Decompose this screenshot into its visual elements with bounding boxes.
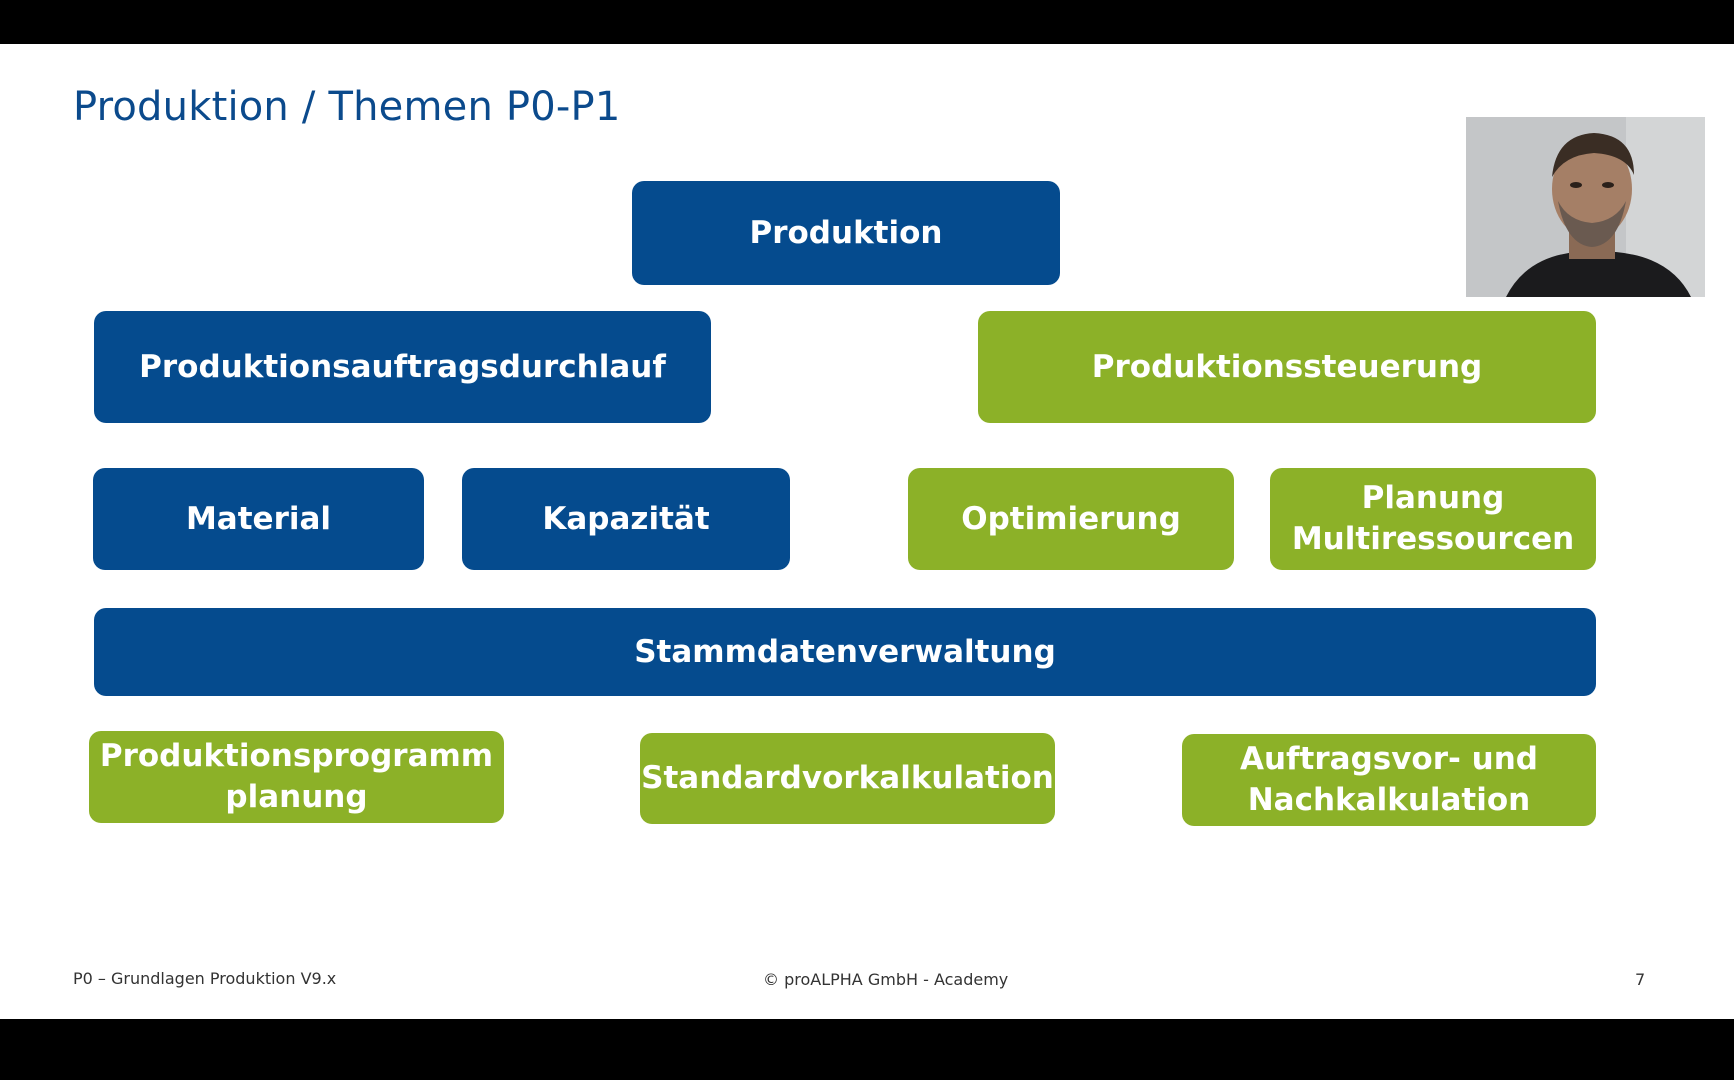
box-optimierung: Optimierung xyxy=(908,468,1234,570)
box-kapazitaet: Kapazität xyxy=(462,468,790,570)
box-produktionsprogramm-line1: Produktionsprogramm xyxy=(99,738,494,774)
box-planung-line2: Multiressourcen xyxy=(1291,521,1575,557)
box-auftragsvor-nachkalkulation: Auftragsvor- und Nachkalkulation xyxy=(1182,734,1596,826)
box-optimierung-label: Optimierung xyxy=(961,500,1181,537)
footer-page-number: 7 xyxy=(1635,970,1646,989)
box-produktionssteuerung-label: Produktionssteuerung xyxy=(1091,348,1483,385)
box-material-label: Material xyxy=(185,500,332,537)
presenter-webcam xyxy=(1466,117,1705,297)
box-auftragsvor-line2: Nachkalkulation xyxy=(1247,782,1531,818)
box-produktionsauftragsdurchlauf-label: Produktionsauftragsdurchlauf xyxy=(139,348,666,385)
slide-title: Produktion / Themen P0-P1 xyxy=(73,84,621,130)
footer-copyright: © proALPHA GmbH - Academy xyxy=(763,970,1009,989)
box-produktionsprogrammplanung: Produktionsprogramm planung xyxy=(89,731,504,823)
box-produktion: Produktion xyxy=(632,181,1060,285)
box-standardvorkalkulation: Standardvorkalkulation xyxy=(640,733,1055,824)
slide: Produktion / Themen P0-P1 Produktion Pro… xyxy=(0,44,1734,1019)
box-stammdatenverwaltung-label: Stammdatenverwaltung xyxy=(634,633,1056,670)
box-produktionsprogramm-line2: planung xyxy=(225,779,368,815)
box-produktionsauftragsdurchlauf: Produktionsauftragsdurchlauf xyxy=(94,311,711,423)
box-material: Material xyxy=(93,468,424,570)
box-standardvorkalkulation-label: Standardvorkalkulation xyxy=(641,760,1054,796)
box-planung-multiressourcen: Planung Multiressourcen xyxy=(1270,468,1596,570)
footer-course-label: P0 – Grundlagen Produktion V9.x xyxy=(73,969,337,988)
box-kapazitaet-label: Kapazität xyxy=(542,500,710,537)
presenter-video-icon xyxy=(1466,117,1705,297)
box-stammdatenverwaltung: Stammdatenverwaltung xyxy=(94,608,1596,696)
box-produktionssteuerung: Produktionssteuerung xyxy=(978,311,1596,423)
box-auftragsvor-line1: Auftragsvor- und xyxy=(1240,741,1538,777)
box-produktion-label: Produktion xyxy=(749,214,943,251)
box-planung-line1: Planung xyxy=(1361,480,1505,516)
